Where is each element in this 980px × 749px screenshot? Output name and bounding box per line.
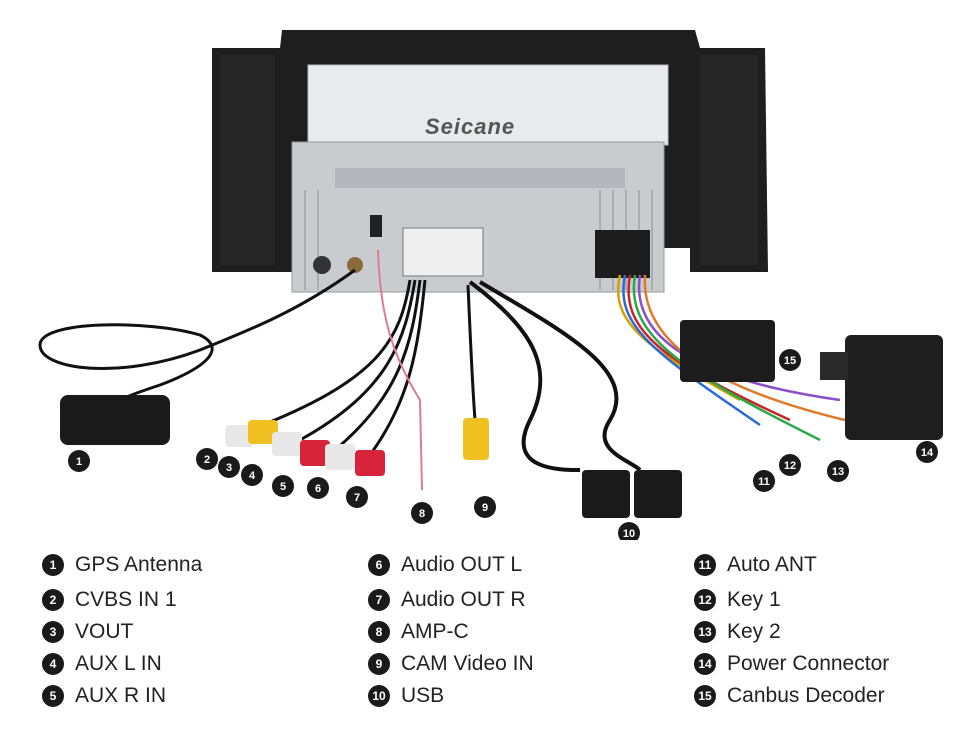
legend-label: VOUT [75,620,134,643]
rca-plugs [225,420,385,476]
svg-text:6: 6 [315,483,321,495]
gps-antenna [38,268,356,445]
brand-logo: Seicane [425,114,515,139]
callout-2: 2 [196,448,218,470]
legend-label: USB [401,684,445,707]
legend-item-usb: 10 USB [368,683,444,709]
legend-label: AUX L IN [75,652,162,675]
legend-item-cam-video-in: 9 CAM Video IN [368,651,534,677]
svg-text:2: 2 [204,454,210,466]
callout-15: 15 [779,349,801,371]
svg-text:13: 13 [832,466,844,478]
canbus-decoder [680,320,775,382]
legend-label: GPS Antenna [75,553,203,576]
legend-number: 4 [42,653,64,675]
camera-cable [463,284,489,460]
legend-label: CVBS IN 1 [75,588,177,611]
head-unit: Seicane [212,30,768,293]
amp-c-wire [377,249,423,491]
legend-number: 9 [368,653,390,675]
callout-markers: 1 2 3 4 5 6 7 8 9 10 11 12 13 14 15 [68,349,938,540]
svg-text:1: 1 [76,456,82,468]
legend-number: 13 [694,621,716,643]
svg-text:8: 8 [419,508,425,520]
legend-item-canbus-decoder: 15 Canbus Decoder [694,683,885,709]
svg-text:4: 4 [249,470,256,482]
legend-item-aux-r-in: 5 AUX R IN [42,683,166,709]
callout-12: 12 [779,454,801,476]
svg-text:3: 3 [226,462,232,474]
legend-number: 11 [694,554,716,576]
legend-number: 3 [42,621,64,643]
legend-item-key-2: 13 Key 2 [694,619,781,645]
power-connector [820,335,943,440]
callout-4: 4 [241,464,263,486]
callout-7: 7 [346,486,368,508]
callout-9: 9 [474,496,496,518]
callout-14: 14 [916,441,938,463]
legend-item-cvbs-in-1: 2 CVBS IN 1 [42,587,177,613]
legend-label: AUX R IN [75,684,167,707]
legend-number: 6 [368,554,390,576]
usb-cables [468,280,682,518]
callout-8: 8 [411,502,433,524]
legend-item-gps-antenna: 1 GPS Antenna [42,552,202,578]
legend-item-aux-l-in: 4 AUX L IN [42,651,162,677]
legend-number: 14 [694,653,716,675]
svg-text:7: 7 [354,492,360,504]
legend-label: Auto ANT [727,553,817,576]
legend-number: 8 [368,621,390,643]
callout-10: 10 [618,522,640,540]
legend-label: Key 1 [727,588,781,611]
legend-label: AMP-C [401,620,469,643]
callout-6: 6 [307,477,329,499]
legend-label: Canbus Decoder [727,684,885,707]
callout-1: 1 [68,450,90,472]
legend-item-power-connector: 14 Power Connector [694,651,889,677]
rca-cables [249,279,427,456]
legend-number: 1 [42,554,64,576]
legend-item-audio-out-r: 7 Audio OUT R [368,587,526,613]
svg-text:5: 5 [280,481,286,493]
legend-item-key-1: 12 Key 1 [694,587,781,613]
legend-label: CAM Video IN [401,652,534,675]
wiring-diagram-illustration: Seicane [38,30,943,540]
legend-label: Power Connector [727,652,890,675]
legend-item-amp-c: 8 AMP-C [368,619,469,645]
legend-number: 12 [694,589,716,611]
legend-number: 10 [368,685,390,707]
callout-11: 11 [753,470,775,492]
legend-label: Audio OUT R [401,588,526,611]
svg-text:12: 12 [784,460,796,472]
svg-text:11: 11 [758,476,770,488]
legend-label: Audio OUT L [401,553,523,576]
legend-number: 15 [694,685,716,707]
svg-text:14: 14 [921,447,934,459]
svg-text:15: 15 [784,355,796,367]
callout-5: 5 [272,475,294,497]
legend-number: 7 [368,589,390,611]
legend-item-auto-ant: 11 Auto ANT [694,552,817,578]
svg-text:9: 9 [482,502,488,514]
legend-number: 5 [42,685,64,707]
legend-item-vout: 3 VOUT [42,619,133,645]
legend-number: 2 [42,589,64,611]
svg-text:10: 10 [623,528,635,540]
callout-3: 3 [218,456,240,478]
legend-label: Key 2 [727,620,781,643]
legend-item-audio-out-l: 6 Audio OUT L [368,552,522,578]
callout-13: 13 [827,460,849,482]
